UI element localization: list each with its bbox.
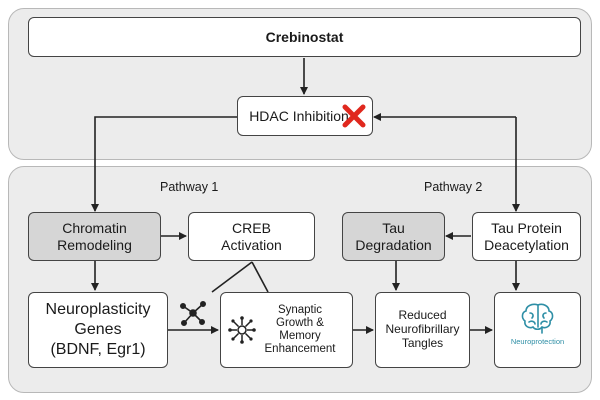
reduced-tangles-box: Reduced Neurofibrillary Tangles bbox=[375, 292, 470, 368]
crebinostat-box: Crebinostat bbox=[28, 17, 581, 57]
hdac-inhibition-box: HDAC Inhibition bbox=[237, 96, 373, 136]
synaptic-line-2: Growth & bbox=[276, 316, 324, 329]
neuroplasticity-genes-box: Neuroplasticity Genes (BDNF, Egr1) bbox=[28, 292, 168, 368]
pathway-1-label: Pathway 1 bbox=[160, 180, 219, 194]
molecule-network-icon bbox=[179, 300, 206, 326]
arrow-creb-to-synaptic bbox=[211, 261, 253, 293]
pathway-2-label: Pathway 2 bbox=[424, 180, 483, 194]
synaptic-line-1: Synaptic bbox=[277, 303, 323, 316]
reduced-line-1: Reduced bbox=[398, 308, 447, 323]
reduced-line-3: Tangles bbox=[401, 335, 444, 350]
creb-activation-box: CREB Activation bbox=[188, 212, 315, 261]
tau-deg-line-1: Tau bbox=[382, 220, 405, 237]
chromatin-remodeling-box: Chromatin Remodeling bbox=[28, 212, 161, 261]
creb-line-2: Activation bbox=[221, 236, 282, 253]
genes-line-3: (BDNF, Egr1) bbox=[50, 341, 146, 358]
synaptic-line-4: Enhancement bbox=[264, 343, 336, 356]
synaptic-line-3: Memory bbox=[279, 330, 321, 342]
tau-deg-line-2: Degradation bbox=[355, 236, 432, 253]
tau-deacetylation-box: Tau Protein Deacetylation bbox=[472, 212, 581, 261]
tau-degradation-box: Tau Degradation bbox=[342, 212, 445, 261]
neuroprotection-label: Neuroprotection bbox=[510, 337, 565, 346]
tau-deacet-line-2: Deacetylation bbox=[484, 236, 569, 253]
reduced-line-2: Neurofibrillary bbox=[385, 322, 460, 337]
red-x-icon bbox=[342, 104, 366, 128]
chromatin-line-1: Chromatin bbox=[62, 220, 127, 237]
arrow-hdac-to-chromatin bbox=[91, 116, 237, 212]
hdac-label: HDAC Inhibition bbox=[249, 107, 349, 124]
genes-line-1: Neuroplasticity bbox=[45, 301, 151, 318]
synaptic-growth-box: Synaptic Growth & Memory Enhancement bbox=[220, 292, 353, 368]
arrow-creb-to-synaptic-2 bbox=[251, 261, 269, 293]
tau-deacet-line-1: Tau Protein bbox=[491, 220, 562, 237]
creb-line-1: CREB bbox=[232, 220, 271, 237]
neuron-hub-icon bbox=[228, 316, 256, 344]
brain-icon bbox=[521, 303, 553, 334]
drug-label: Crebinostat bbox=[265, 28, 344, 45]
genes-line-2: Genes bbox=[74, 321, 122, 338]
neuroprotection-box: Neuroprotection bbox=[494, 292, 581, 368]
chromatin-line-2: Remodeling bbox=[57, 236, 132, 253]
